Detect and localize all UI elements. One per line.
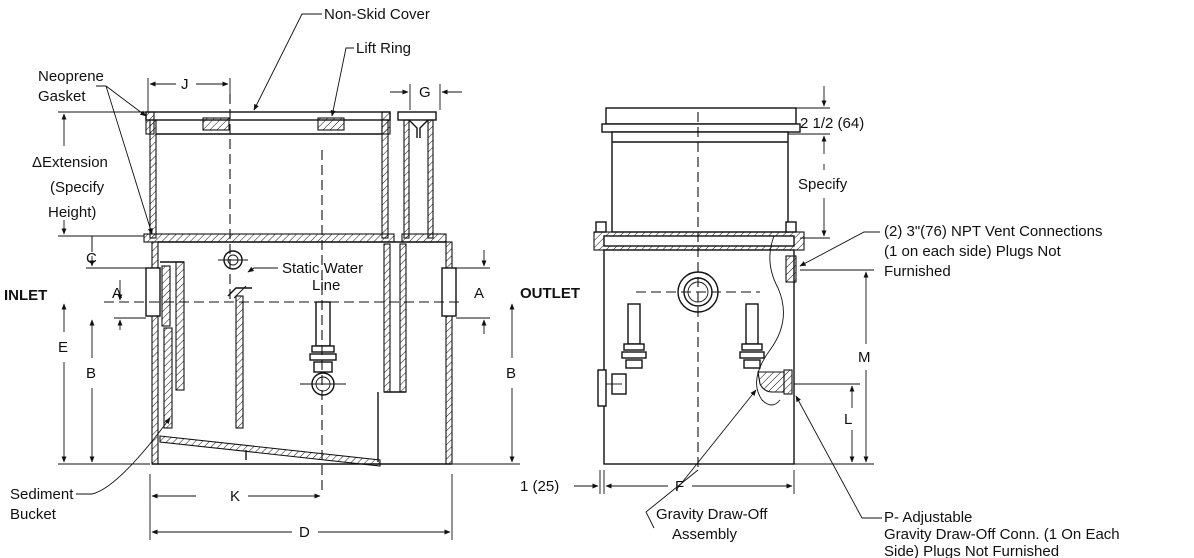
label-dim-l: L xyxy=(844,411,852,428)
extension-flange xyxy=(143,233,395,243)
label-neoprene: Neoprene xyxy=(38,68,104,85)
section-view xyxy=(104,94,460,490)
label-sediment: Sediment xyxy=(10,486,74,503)
label-dim-f: F xyxy=(675,478,684,495)
label-inlet: INLET xyxy=(4,287,47,304)
label-dim-a-right: A xyxy=(474,285,484,302)
label-non-skid-cover: Non-Skid Cover xyxy=(324,6,430,23)
adjustable-draw-off xyxy=(757,371,785,393)
extension-wall-left xyxy=(149,119,157,239)
label-dim-m: M xyxy=(858,349,871,366)
label-height: Height) xyxy=(48,204,96,221)
extension-wall-right xyxy=(381,119,389,239)
lift-ring-left xyxy=(202,117,230,131)
sediment-bucket-floor xyxy=(159,435,381,467)
label-dim-b-left: B xyxy=(86,365,96,382)
label-specify: (Specify xyxy=(50,179,105,196)
left-dimensions xyxy=(58,78,520,540)
label-p-2: Gravity Draw-Off Conn. (1 On Each xyxy=(884,526,1120,543)
label-extension: ΔExtension xyxy=(32,154,108,171)
label-bucket: Bucket xyxy=(10,506,57,523)
label-dim-b-right: B xyxy=(506,365,516,382)
sediment-bucket-wall xyxy=(163,327,173,429)
left-leaders xyxy=(76,13,354,495)
label-static-water: Static Water xyxy=(282,260,363,277)
label-vent-1: (2) 3"(76) NPT Vent Connections xyxy=(884,223,1103,240)
label-line: Line xyxy=(312,277,340,294)
label-p-1: P- Adjustable xyxy=(884,509,972,526)
labels: Non-Skid Cover Lift Ring Neoprene Gasket… xyxy=(4,6,1120,558)
draw-off-pipe xyxy=(315,301,331,347)
label-specify-right: Specify xyxy=(798,176,848,193)
label-gravity-1: Gravity Draw-Off xyxy=(656,506,768,523)
lift-ring-right xyxy=(317,117,345,131)
outlet-baffle xyxy=(383,243,391,393)
cover-top xyxy=(605,107,797,125)
label-dim-j: J xyxy=(181,76,189,93)
label-dim-g: G xyxy=(419,84,431,101)
label-gasket: Gasket xyxy=(38,88,86,105)
inlet-baffle xyxy=(175,261,185,391)
right-leaders xyxy=(645,231,882,529)
label-two-half: 2 1/2 (64) xyxy=(800,115,864,132)
label-dim-a-left: A xyxy=(112,285,122,302)
right-dimensions xyxy=(574,86,874,494)
label-gravity-2: Assembly xyxy=(672,526,738,543)
label-p-3: Side) Plugs Not Furnished xyxy=(884,543,1059,558)
label-outlet: OUTLET xyxy=(520,285,580,302)
label-vent-2: (1 on each side) Plugs Not xyxy=(884,243,1062,260)
label-dim-e: E xyxy=(58,339,68,356)
elevation-view xyxy=(593,107,805,470)
side-plug xyxy=(597,369,607,407)
label-lift-ring: Lift Ring xyxy=(356,40,411,57)
vent-connection xyxy=(785,255,797,283)
label-vent-3: Furnished xyxy=(884,263,951,280)
label-dim-c: C xyxy=(86,250,97,267)
label-dim-d: D xyxy=(299,524,310,541)
label-dim-k: K xyxy=(230,488,240,505)
label-one-25: 1 (25) xyxy=(520,478,559,495)
non-skid-cover-plate xyxy=(145,111,391,121)
extension-body xyxy=(611,131,789,233)
vent-cap xyxy=(408,119,429,138)
